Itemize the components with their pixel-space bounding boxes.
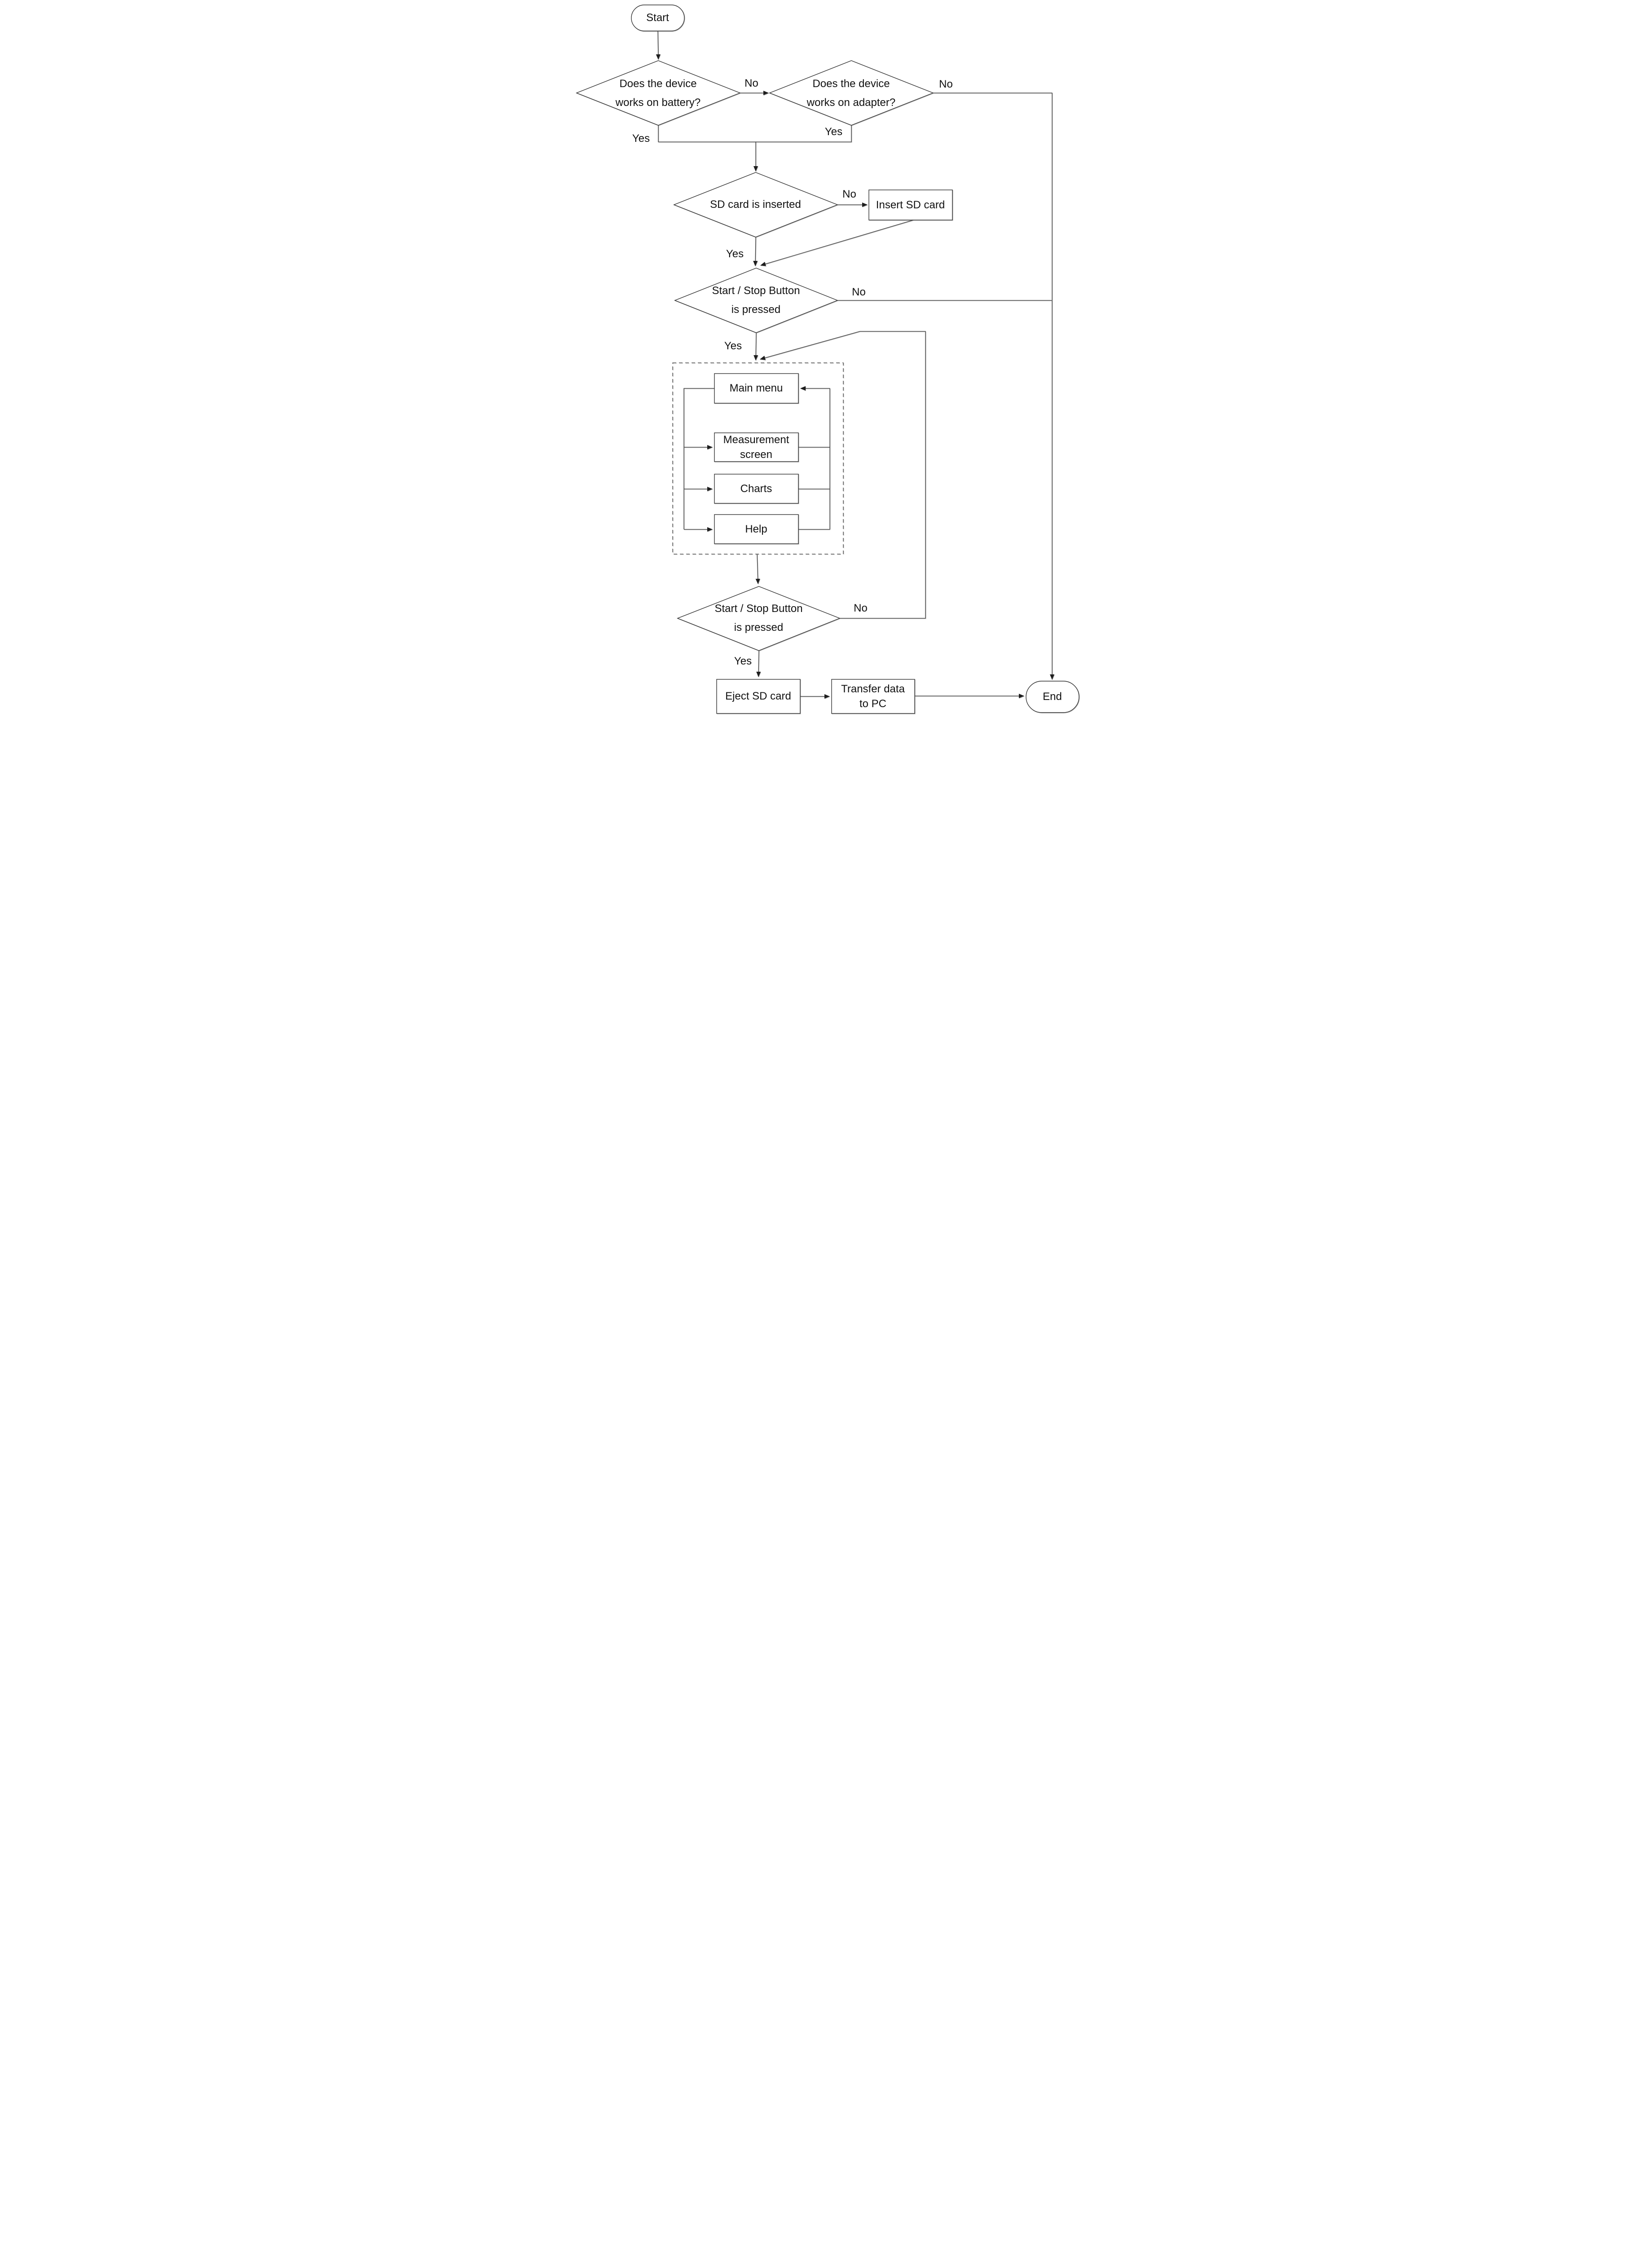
menu-group-dashed-container [672,362,844,555]
insert-sd-card-box [868,189,953,220]
start-terminator-shape [630,4,685,31]
edge-startstop2-no-loop-to-menu-group [759,331,926,619]
startstop2-decision-label-line1: Start / Stop Button [714,603,803,615]
startstop2-yes-edge-label: Yes [734,655,752,667]
battery-decision-label-line1: Does the device [619,78,697,90]
end-node-label: End [1043,691,1062,703]
measurement-screen-label-line2: screen [740,449,773,461]
sd-card-yes-edge-label: Yes [726,248,744,260]
edge-battery-yes-merge [657,125,756,142]
main-menu-label: Main menu [729,382,783,394]
eject-sd-card-box [716,679,801,714]
sd-card-decision-label: SD card is inserted [710,198,801,211]
end-terminator-shape [1025,681,1079,713]
start-node-label: Start [646,12,669,24]
startstop1-decision-label-line2: is pressed [731,304,781,316]
main-menu-box [714,373,799,404]
startstop2-decision-label: Start / Stop Button is pressed [683,599,835,637]
startstop2-decision-diamond [676,586,841,651]
measurement-screen-box [714,432,799,462]
edge-sd-yes-to-startstop1 [753,237,758,266]
transfer-data-label-line2: to PC [859,698,887,710]
edge-adapter-yes-merge [755,125,852,142]
edge-startstop2-yes-to-eject [756,650,761,677]
edge-insert-return-to-startstop1 [760,220,913,266]
battery-yes-edge-label: Yes [632,132,650,145]
startstop1-no-edge-label: No [852,286,866,298]
adapter-decision-label-line2: works on adapter? [806,97,896,109]
battery-decision-diamond [575,60,741,126]
adapter-decision-label-line1: Does the device [812,78,890,90]
edge-menu-left-rail [683,388,714,529]
startstop1-decision-label: Start / Stop Button is pressed [680,282,833,319]
startstop2-decision-label-line2: is pressed [734,621,784,634]
edge-adapter-no-right-rail-to-end [933,92,1054,680]
charts-label: Charts [740,482,772,495]
edge-menu-group-to-startstop2 [755,554,760,584]
transfer-data-box [831,679,915,714]
transfer-data-label-line1: Transfer data [841,683,905,695]
insert-sd-card-label: Insert SD card [876,198,945,211]
battery-no-edge-label: No [745,77,758,89]
startstop2-no-edge-label: No [854,602,868,614]
adapter-yes-edge-label: Yes [824,126,843,138]
help-box [714,514,799,544]
help-label: Help [745,523,767,535]
battery-decision-label: Does the device works on battery? [582,75,735,112]
transfer-data-label: Transfer data to PC [832,679,915,713]
startstop1-decision-label-line1: Start / Stop Button [712,285,800,297]
startstop1-yes-edge-label: Yes [724,340,742,352]
flowchart-canvas: Start Does the device works on battery? … [568,0,1084,716]
flowchart-drawing [575,4,1079,714]
adapter-no-edge-label: No [939,78,953,90]
startstop1-decision-diamond [674,268,838,333]
adapter-decision-label: Does the device works on adapter? [775,75,928,112]
sd-card-decision-diamond [673,172,838,238]
charts-box [714,474,799,504]
eject-sd-card-label: Eject SD card [725,690,791,702]
battery-decision-label-line2: works on battery? [615,97,701,109]
sd-card-no-edge-label: No [842,188,856,200]
measurement-screen-label-line1: Measurement [723,434,789,446]
edge-right-rail-to-main-menu [800,386,830,529]
measurement-screen-label: Measurement screen [714,433,798,462]
adapter-decision-diamond [768,60,934,126]
